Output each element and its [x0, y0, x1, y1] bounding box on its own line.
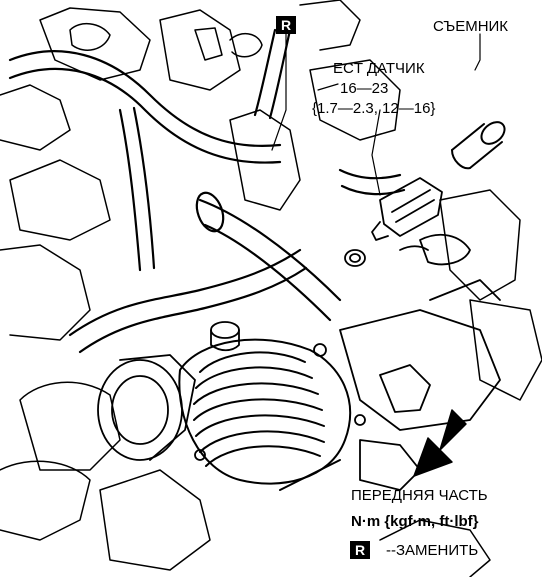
right-housing: [339, 279, 501, 491]
air-intake-duct: [178, 338, 351, 491]
front-arrow: [413, 409, 467, 477]
label-ect-sensor: ECT ДАТЧИК: [333, 60, 425, 77]
throttle-body: [97, 321, 366, 461]
label-puller: СЪЕМНИК: [433, 18, 509, 35]
replace-badge-legend: R: [350, 541, 370, 559]
label-torque-nm: 16—23: [340, 80, 389, 97]
ect-sensor: [344, 177, 471, 267]
replace-badge-top: R: [276, 16, 296, 34]
leader-lines: [271, 27, 481, 196]
coolant-pipe: [195, 191, 342, 322]
label-front: ПЕРЕДНЯЯ ЧАСТЬ: [351, 487, 488, 504]
label-torque-alt: {1.7—2.3, 12—16}: [312, 100, 436, 117]
puller-tool: [451, 121, 506, 170]
label-replace: --ЗАМЕНИТЬ: [386, 542, 479, 559]
hoses: [8, 28, 406, 354]
label-units: N·m {kgf·m, ft·lbf}: [351, 513, 479, 530]
